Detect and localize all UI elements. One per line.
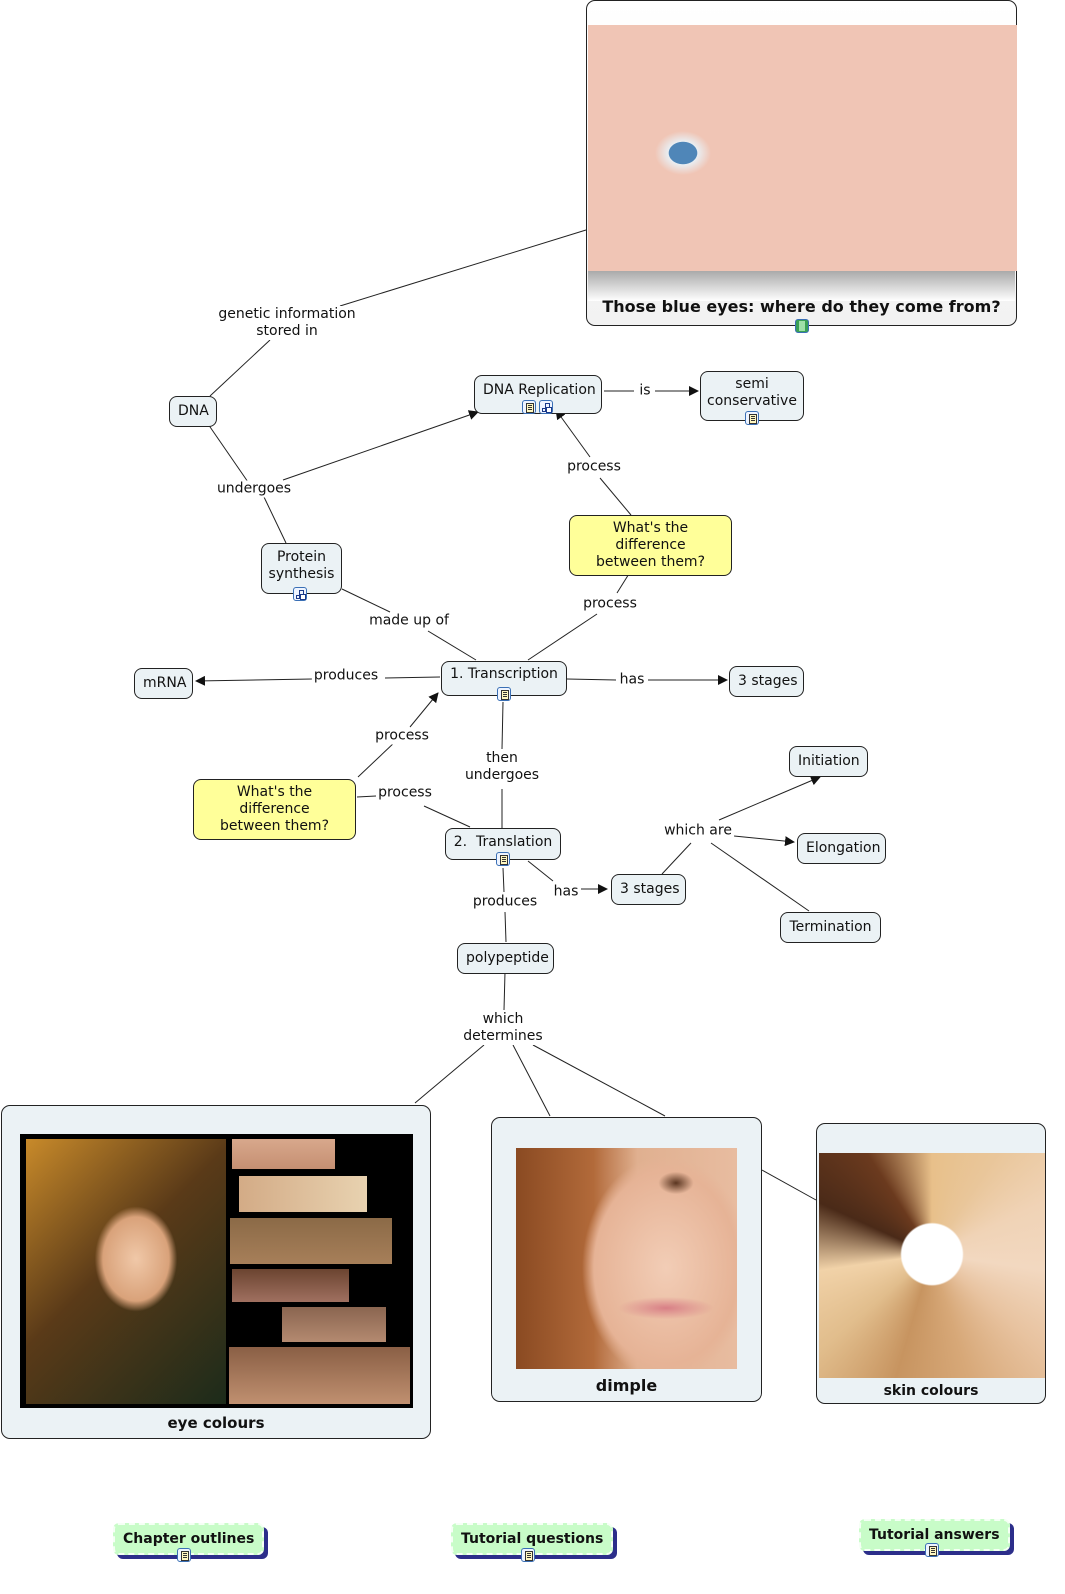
link-whichare-termination (710, 842, 810, 912)
document-icon[interactable] (925, 1543, 939, 1557)
link-label-is: is (637, 382, 653, 400)
link-process-transcription2 (409, 692, 439, 728)
link-label-has: has (551, 883, 581, 901)
title-card-caption: Those blue eyes: where do they come from… (602, 297, 1001, 316)
link-translation-has (527, 860, 554, 882)
link-label-produces: produces (470, 893, 540, 911)
link-label-undergoes: undergoes (214, 480, 294, 498)
link-polypeptide-determines (503, 971, 506, 1011)
concept-dna[interactable]: DNA (169, 396, 217, 427)
link-determines-dimple (512, 1044, 551, 1117)
link-produces-polypeptide (504, 911, 507, 943)
concept-initiation[interactable]: Initiation (789, 746, 868, 777)
link-process-replication (555, 409, 591, 458)
eye-colours-caption: eye colours (167, 1414, 265, 1432)
question-node-top[interactable]: What's the difference between them? (569, 515, 732, 576)
link-label-process: process (373, 727, 431, 745)
document-icon[interactable] (521, 1548, 535, 1562)
link-determines-skin (532, 1044, 666, 1117)
document-icon[interactable] (745, 411, 759, 425)
dimple-card[interactable]: dimple (491, 1117, 762, 1402)
document-icon[interactable] (497, 687, 511, 701)
link-produces-mrna (195, 675, 313, 686)
title-card-shade (588, 271, 1015, 301)
link-label-produces: produces (311, 667, 381, 685)
link-3stages-whichare (661, 842, 692, 875)
concept-polypeptide[interactable]: polypeptide (457, 943, 554, 974)
concept-map-link-icon[interactable] (293, 587, 307, 601)
document-icon[interactable] (177, 1548, 191, 1562)
link-label-process: process (376, 784, 434, 802)
link-process-translation (423, 805, 471, 828)
link-label-process: process (581, 595, 639, 613)
link-protein-madeup (341, 588, 391, 613)
concept-transcription-stages[interactable]: 3 stages (729, 666, 804, 697)
concept-translation-stages[interactable]: 3 stages (611, 874, 686, 905)
eye-colours-image (20, 1134, 413, 1408)
link-madeup-transcription (427, 630, 477, 661)
link-transcription-has (566, 678, 617, 681)
link-translation-produces (502, 867, 505, 893)
link-dimple-skin (761, 1169, 817, 1201)
baby-blue-eyes-image (588, 25, 1017, 271)
link-transcription-produces (384, 676, 441, 679)
link-genetic-dna (209, 339, 271, 397)
eye-colours-card[interactable]: eye colours (1, 1105, 431, 1439)
link-process-transcription (527, 613, 598, 661)
concept-termination[interactable]: Termination (780, 912, 881, 943)
link-label-has: has (617, 671, 647, 689)
video-icon[interactable] (795, 319, 809, 333)
title-card[interactable]: Those blue eyes: where do they come from… (586, 0, 1017, 326)
link-whichare-initiation (718, 775, 821, 821)
dimple-caption: dimple (595, 1376, 658, 1395)
concept-dna-replication[interactable]: DNA Replication (474, 375, 602, 414)
link-label-process: process (565, 458, 623, 476)
concept-map-link-icon[interactable] (539, 400, 553, 414)
document-icon[interactable] (522, 400, 536, 414)
skin-colours-card[interactable]: skin colours (816, 1123, 1046, 1404)
link-undergoes-replication (282, 410, 479, 481)
link-label-genetic-information: genetic information stored in (216, 306, 358, 340)
link-q2-process-up (357, 740, 397, 778)
concept-mrna[interactable]: mRNA (134, 668, 193, 699)
link-determines-eyes (414, 1044, 485, 1104)
link-undergoes-protein (263, 496, 287, 544)
skin-colours-caption: skin colours (883, 1383, 979, 1399)
link-label-which-are: which are (662, 822, 734, 840)
dimple-image (516, 1148, 737, 1369)
link-q2-process-right (356, 795, 377, 798)
link-whichare-elongation (733, 835, 795, 847)
question-node-left[interactable]: What's the difference between them? (193, 779, 356, 840)
link-label-made-up-of: made up of (367, 612, 451, 630)
concept-elongation[interactable]: Elongation (797, 833, 886, 864)
link-title-genetic (339, 229, 587, 307)
link-label-then-undergoes: then undergoes (462, 750, 542, 784)
link-transcription-then (501, 701, 504, 750)
link-label-which-determines: which determines (461, 1011, 545, 1045)
document-icon[interactable] (496, 852, 510, 866)
skin-colours-image (819, 1153, 1045, 1378)
link-dna-undergoes (207, 423, 249, 483)
link-q1-process (599, 477, 632, 516)
